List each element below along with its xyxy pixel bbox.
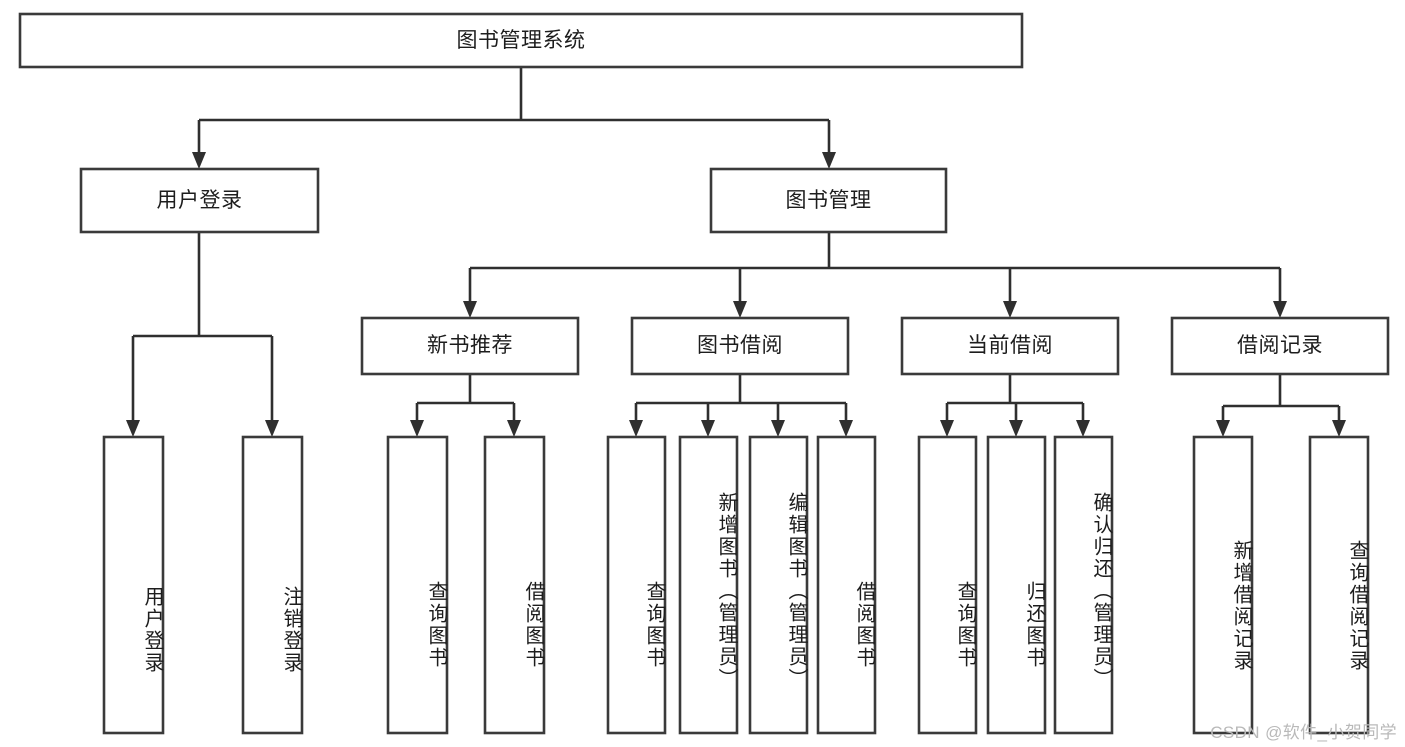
node-box-leaf-edit-book[interactable] xyxy=(748,435,809,735)
node-box-leaf-borrow-book[interactable] xyxy=(816,435,877,735)
node-box-user-login[interactable] xyxy=(79,167,320,234)
node-box-leaf-query-record[interactable] xyxy=(1308,435,1370,735)
connector-user-login-to-leaves xyxy=(126,232,279,437)
node-box-current-borrow[interactable] xyxy=(900,316,1120,376)
connector-borrow-record-to-leaves xyxy=(1216,374,1346,437)
node-box-book-borrow[interactable] xyxy=(630,316,850,376)
node-box-leaf-query-book-borrow[interactable] xyxy=(606,435,667,735)
node-box-root[interactable] xyxy=(18,12,1024,69)
node-box-leaf-query-book-cur[interactable] xyxy=(917,435,978,735)
node-box-leaf-user-logout[interactable] xyxy=(241,435,304,735)
connector-current-borrow-to-leaves xyxy=(940,374,1090,437)
node-box-leaf-borrow-book-rec[interactable] xyxy=(483,435,546,735)
connector-book-manage-to-level3 xyxy=(463,232,1287,318)
node-box-leaf-query-book-rec[interactable] xyxy=(386,435,449,735)
node-box-leaf-add-record[interactable] xyxy=(1192,435,1254,735)
node-box-new-book-recommend[interactable] xyxy=(360,316,580,376)
node-box-book-manage[interactable] xyxy=(709,167,948,234)
node-box-leaf-add-book[interactable] xyxy=(678,435,739,735)
node-box-leaf-confirm-return[interactable] xyxy=(1053,435,1114,735)
node-box-borrow-record[interactable] xyxy=(1170,316,1390,376)
connector-book-borrow-to-leaves xyxy=(629,374,853,437)
connector-root-to-level2 xyxy=(192,67,836,169)
node-box-leaf-user-login[interactable] xyxy=(102,435,165,735)
connector-new-book-recommend-to-leaves xyxy=(410,374,521,437)
node-box-leaf-return-book[interactable] xyxy=(986,435,1047,735)
